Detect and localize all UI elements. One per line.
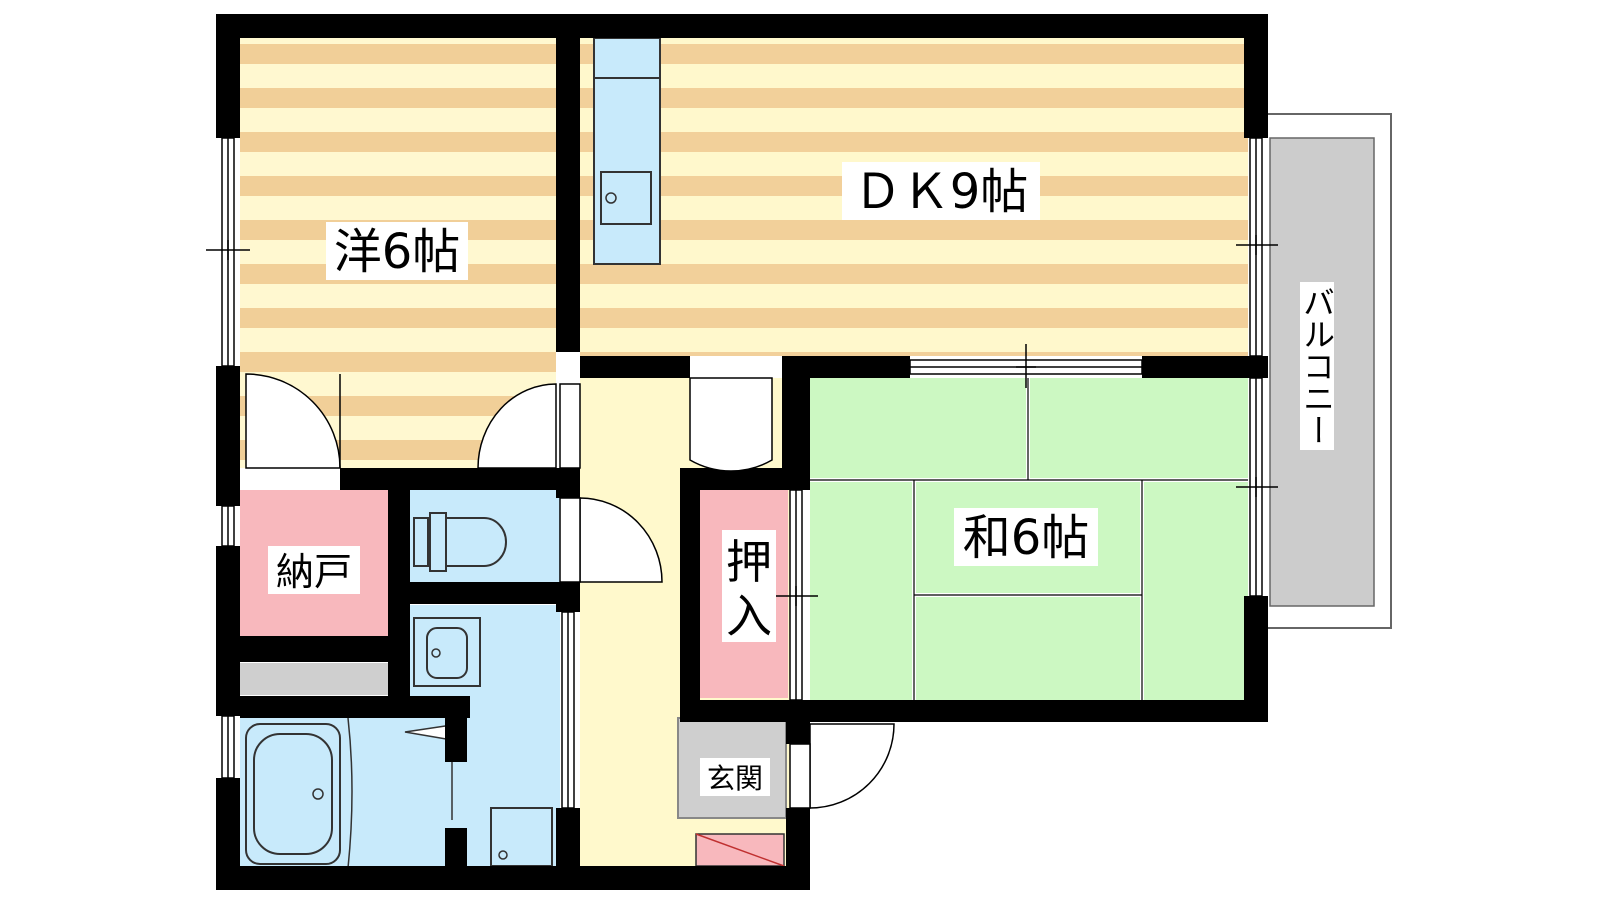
kitchen-counter: [593, 37, 661, 265]
closet-label-bottom: 入: [726, 589, 772, 643]
doors: [245, 373, 895, 809]
walls: [216, 14, 1268, 890]
bath-partition: [347, 717, 353, 869]
washing-machine: [490, 807, 553, 867]
western-label-bg: [326, 222, 468, 280]
balcony-label: バルコニー: [1298, 286, 1336, 446]
storage-room-label: 納戸: [276, 550, 352, 594]
closet-label-top: 押: [726, 535, 772, 589]
closet-label-bg: [722, 530, 776, 642]
western-room-label: 洋6帖: [334, 224, 461, 280]
entrance-label: 玄関: [707, 762, 763, 795]
balcony-label-bg: [1300, 282, 1334, 450]
dk-room-label: ＤＫ9帖: [854, 164, 1029, 220]
sink-drain: [605, 192, 617, 204]
bathtub: [245, 723, 341, 865]
shelf-strip: [240, 663, 388, 695]
toilet-fixture: [413, 512, 507, 572]
entrance-label-bg: [700, 758, 770, 796]
shoe-box-diagonal: [695, 833, 785, 867]
wash-basin: [413, 617, 481, 687]
window-cross-marks: [206, 235, 1278, 606]
washer-drain: [498, 850, 508, 860]
basin-drain: [431, 648, 441, 658]
japanese-label-bg: [954, 508, 1098, 566]
tatami-edges: [810, 378, 1248, 700]
dk-label-bg: [842, 162, 1040, 220]
toilet-floor: [410, 490, 560, 582]
japanese-room-label: 和6帖: [963, 510, 1090, 566]
bathtub-drain: [312, 788, 324, 800]
wash-basin-bowl: [426, 627, 468, 679]
kitchen-sink: [600, 171, 652, 225]
bathtub-inner: [253, 733, 333, 855]
storage-label-bg: [268, 546, 360, 594]
